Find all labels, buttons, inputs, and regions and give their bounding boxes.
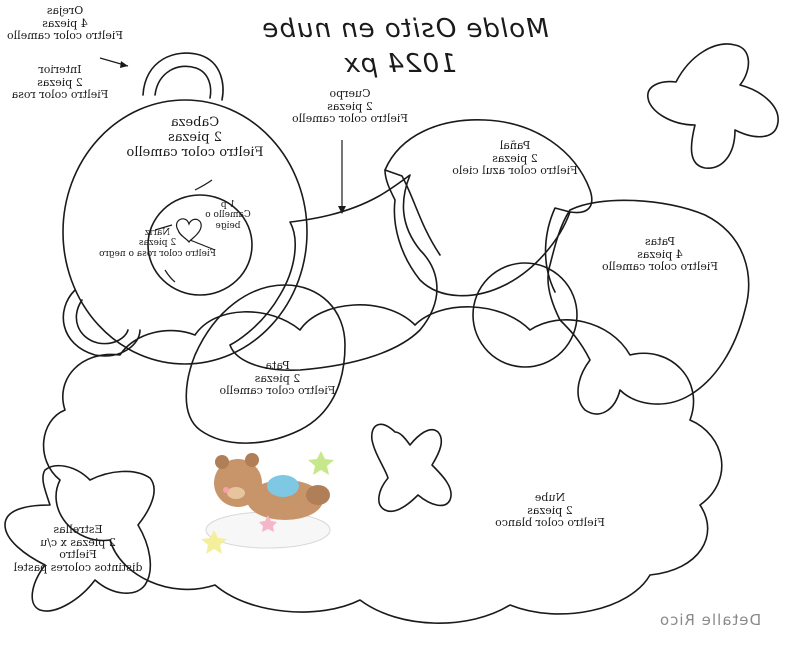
label-patas: Patas 4 piezas Fieltro color camello <box>602 235 718 274</box>
nose-heart-shape <box>176 218 202 244</box>
label-nube: Nube 2 piezas Fieltro color blanco <box>495 491 605 530</box>
illustration-bear-cheek <box>223 487 229 493</box>
label-panal: Pañal 2 piezas Fieltro color azul cielo <box>452 139 578 178</box>
arm-outline <box>185 284 346 444</box>
legs-outline <box>547 199 750 415</box>
label-cuerpo: Cuerpo 2 piezas Fieltro color camello <box>292 87 408 126</box>
illustration-bear-body <box>247 480 323 520</box>
ear-top-inner <box>154 65 212 99</box>
star-top-right-outline <box>647 43 779 169</box>
illustration-star-yellow <box>201 530 227 554</box>
illustration-bear-muzzle <box>227 487 245 499</box>
illustration-bear-ear-left <box>215 455 229 469</box>
bear-illustration <box>205 453 331 549</box>
mouth-line <box>164 269 176 283</box>
label-nariz: Nariz 2 piezas Fieltro color rosa o negr… <box>99 228 216 259</box>
nose-pointer-line-2 <box>189 239 216 251</box>
label-pata: Pata 2 piezas Fieltro color camello <box>219 359 336 398</box>
title-line-2: 1024 px <box>343 49 457 79</box>
ear-top-outline <box>142 52 224 101</box>
diaper-tab-left <box>384 169 441 256</box>
watermark: Detalle Rico <box>658 611 762 629</box>
title-line-1: Molde Osito en nube <box>261 14 549 44</box>
illustration-star-green <box>308 451 334 475</box>
star-middle-outline <box>370 423 452 513</box>
cloud-outline <box>42 304 723 624</box>
label-nariz-cut: 1 p Camello o beige <box>205 200 251 231</box>
label-cabeza: Cabeza 2 piezas Fieltro color camello <box>126 115 264 160</box>
label-estrellas: Estrellas 2 piezas x c/u Fieltro distint… <box>13 523 143 574</box>
diaper-tab-right <box>544 207 571 293</box>
star-bottom-left-outline <box>4 464 155 612</box>
head-outline <box>62 99 308 365</box>
label-interior: Interior 2 piezas Fieltro color rosa <box>11 63 109 102</box>
illustration-diaper <box>267 475 299 497</box>
muzzle-outline <box>147 194 253 296</box>
ear-bottom-inner <box>75 299 129 345</box>
body-outline <box>229 174 438 371</box>
illustration-bear-foot <box>306 485 330 505</box>
arrow-body <box>338 140 346 214</box>
illustration-star-pink <box>259 515 277 532</box>
ear-bottom-outline <box>62 289 141 357</box>
diaper-outline <box>384 119 593 297</box>
brow-line <box>194 179 213 191</box>
nose-pointer-line <box>154 224 173 231</box>
illustration-bear-ear-right <box>245 453 259 467</box>
legs-foot-outline <box>472 262 578 368</box>
label-orejas: Orejas 4 piezas Fieltro color camello <box>7 4 123 43</box>
arrow-ears <box>99 57 129 68</box>
illustration-bear-head <box>214 459 262 507</box>
